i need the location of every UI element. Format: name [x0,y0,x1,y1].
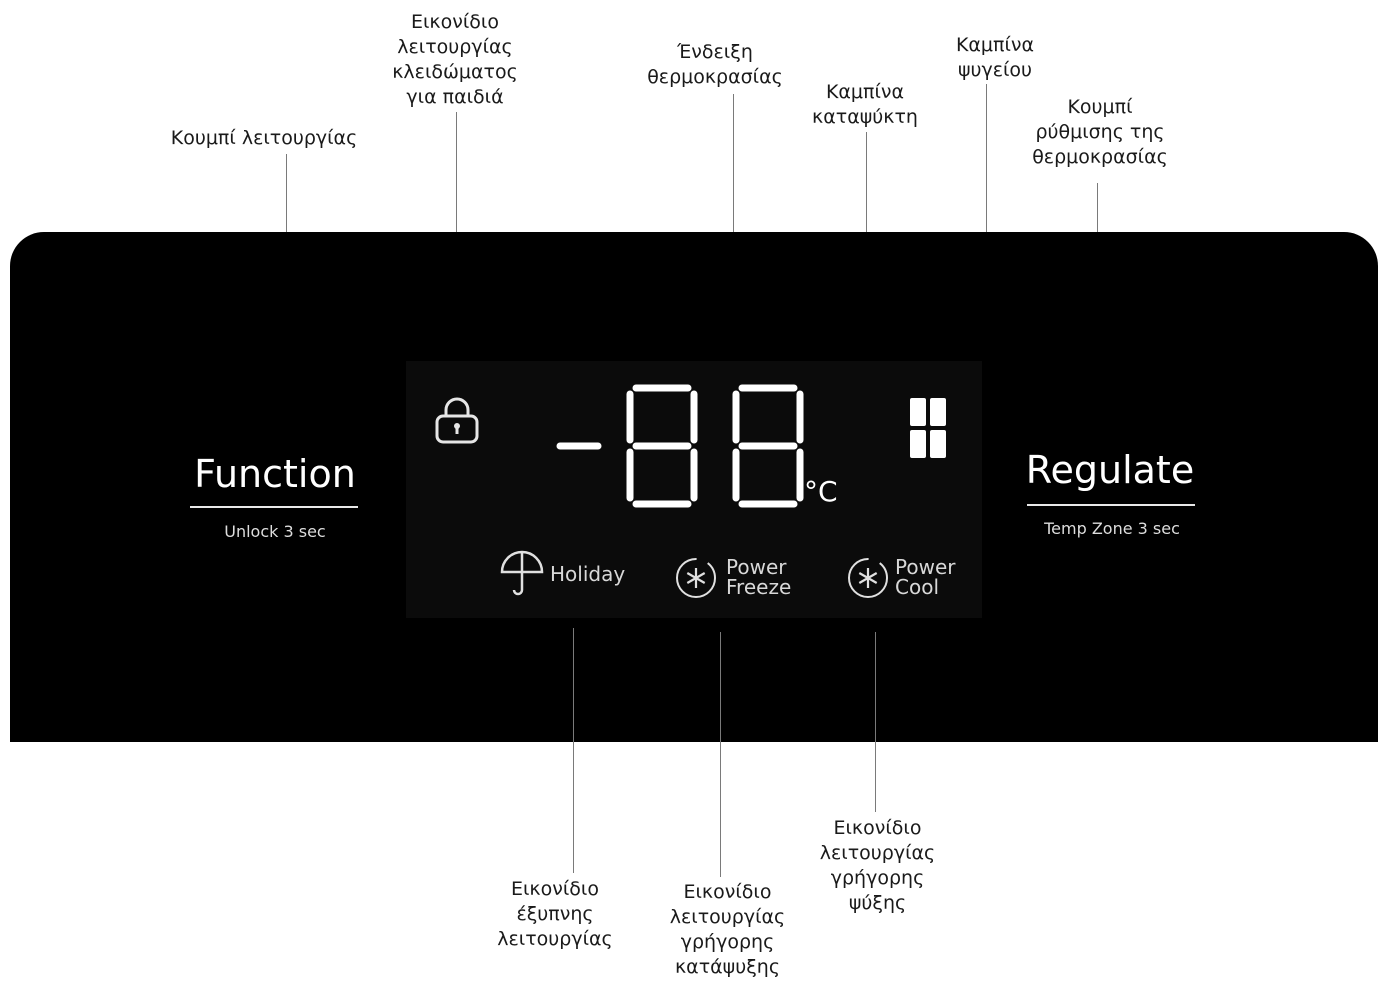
callout-regulate-button: Κουμπί ρύθμισης της θερμοκρασίας [1032,96,1168,168]
leader-power-cool [875,632,876,812]
snowflake-icon [676,558,716,598]
compartment-grid-icon [910,398,946,458]
holiday-label: Holiday [550,562,626,586]
regulate-underline [1027,504,1195,506]
function-underline [190,506,358,508]
callout-temperature-display: Ένδειξη θερμοκρασίας [647,41,783,88]
digit-1 [626,384,698,508]
power-freeze-label-line1: Power [726,555,787,579]
function-button[interactable]: Function [194,452,356,496]
regulate-subtext: Temp Zone 3 sec [1044,519,1180,538]
leader-power-freeze [720,632,721,877]
power-cool-label-line1: Power [895,555,956,579]
function-subtext: Unlock 3 sec [224,522,326,541]
callout-power-freeze-icon: Εικονίδιο λειτουργίας γρήγορης κατάψυξης [669,881,786,978]
callout-function-button: Κουμπί λειτουργίας [170,127,358,149]
temperature-unit: °C [804,475,838,508]
regulate-button[interactable]: Regulate [1025,448,1195,492]
power-freeze-label-line2: Freeze [726,575,792,599]
leader-holiday [573,628,574,873]
power-cool-label-line2: Cool [895,575,939,599]
padlock-icon [435,397,479,444]
callout-power-cool-icon: Εικονίδιο λειτουργίας γρήγορης ψύξης [819,817,936,914]
callout-child-lock-icon: Εικονίδιο λειτουργίας κλειδώματος για πα… [392,11,518,108]
digit-2 [732,384,804,508]
temperature-readout [556,384,804,508]
callout-freezer-compartment: Καμπίνα καταψύκτη [812,81,918,128]
callout-fridge-compartment: Καμπίνα ψυγείου [955,34,1035,81]
callout-holiday-icon: Εικονίδιο έξυπνης λειτουργίας [497,878,613,950]
umbrella-icon [500,550,544,596]
star-icon [848,558,888,598]
